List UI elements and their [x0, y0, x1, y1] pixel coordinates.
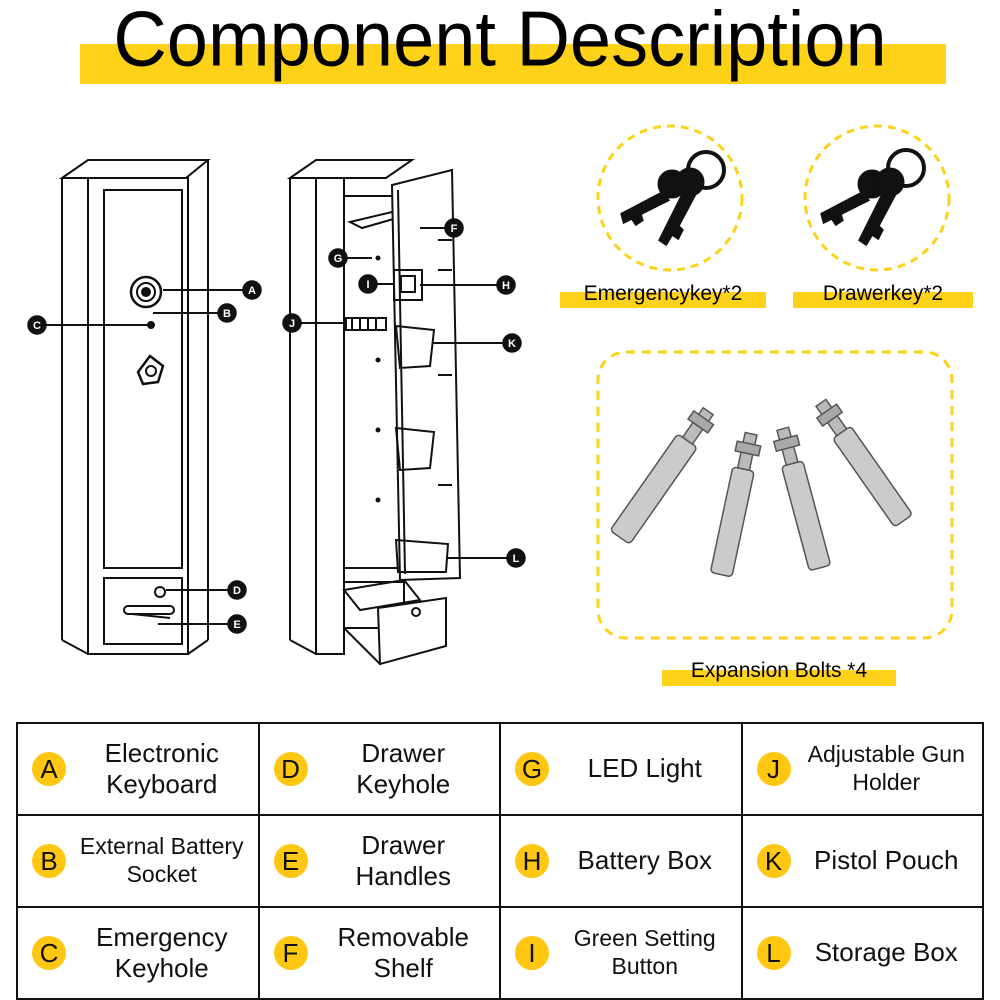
drawer-key-circle	[803, 124, 951, 272]
drawer-key-highlight	[793, 292, 973, 308]
component-cell: J Adjustable Gun Holder	[740, 722, 984, 816]
page-title: Component Description	[113, 0, 887, 83]
component-cell: C Emergency Keyhole	[16, 906, 260, 1000]
letter-badge: G	[515, 752, 549, 786]
callout-b: B	[223, 308, 231, 320]
component-cell: L Storage Box	[740, 906, 984, 1000]
callout-e: E	[233, 619, 240, 631]
component-label: Removable Shelf	[337, 921, 469, 983]
expansion-bolts-label: Expansion Bolts *4	[690, 659, 868, 682]
component-label: Storage Box	[814, 937, 958, 968]
component-label: Adjustable Gun Holder	[807, 741, 965, 795]
component-cell: I Green Setting Button	[499, 906, 743, 1000]
component-label: Drawer Handles	[355, 829, 451, 891]
letter-badge: E	[273, 844, 308, 878]
letter-badge: A	[32, 752, 66, 786]
letter-badge: I	[515, 936, 549, 970]
key-icon	[820, 148, 926, 247]
callout-i: I	[366, 279, 369, 291]
letter-badge: L	[756, 936, 791, 970]
callout-g: G	[334, 253, 343, 265]
emergency-key-label: Emergencykey*2	[583, 282, 743, 305]
letter-badge: C	[32, 936, 66, 970]
callout-l: L	[513, 553, 520, 565]
letter-badge: H	[515, 844, 549, 878]
letter-badge: J	[756, 752, 791, 786]
closed-cabinet-illustration	[58, 159, 211, 655]
component-cell: K Pistol Pouch	[740, 814, 984, 908]
component-cell: E Drawer Handles	[257, 814, 501, 908]
expansion-bolts-highlight	[662, 670, 896, 686]
emergency-key-circle	[596, 124, 744, 272]
letter-badge: D	[273, 752, 308, 786]
title-highlight	[80, 44, 946, 84]
emergency-key-highlight	[560, 292, 766, 308]
component-cell: D Drawer Keyhole	[257, 722, 501, 816]
callout-h: H	[502, 280, 510, 292]
component-label: External Battery Socket	[79, 833, 244, 887]
component-label: Emergency Keyhole	[96, 921, 228, 983]
open-cabinet-illustration	[286, 159, 462, 666]
component-label: Battery Box	[577, 845, 712, 876]
callout-f: F	[451, 223, 458, 235]
key-icon	[620, 150, 726, 247]
expansion-bolt-icon	[610, 398, 912, 577]
component-cell: A Electronic Keyboard	[16, 722, 260, 816]
component-cell: B External Battery Socket	[16, 814, 260, 908]
component-label: Green Setting Button	[573, 925, 716, 979]
callout-c: C	[33, 320, 41, 332]
callout-k: K	[508, 338, 516, 350]
bolts-frame	[596, 350, 954, 640]
drawer-key-label: Drawerkey*2	[822, 282, 944, 305]
letter-badge: F	[273, 936, 308, 970]
component-cell: H Battery Box	[499, 814, 743, 908]
component-cell: G LED Light	[499, 722, 743, 816]
letter-badge: B	[32, 844, 66, 878]
component-label: Pistol Pouch	[813, 845, 959, 876]
component-label: Drawer Keyhole	[356, 737, 451, 799]
callout-d: D	[233, 585, 241, 597]
component-label: Electronic Keyboard	[104, 737, 219, 799]
callout-a: A	[248, 285, 256, 297]
letter-badge: K	[756, 844, 791, 878]
component-label: LED Light	[587, 753, 702, 784]
component-cell: F Removable Shelf	[257, 906, 501, 1000]
cabinet-diagram: A B C D E F G I H J K L	[27, 124, 954, 666]
callout-j: J	[289, 318, 295, 330]
